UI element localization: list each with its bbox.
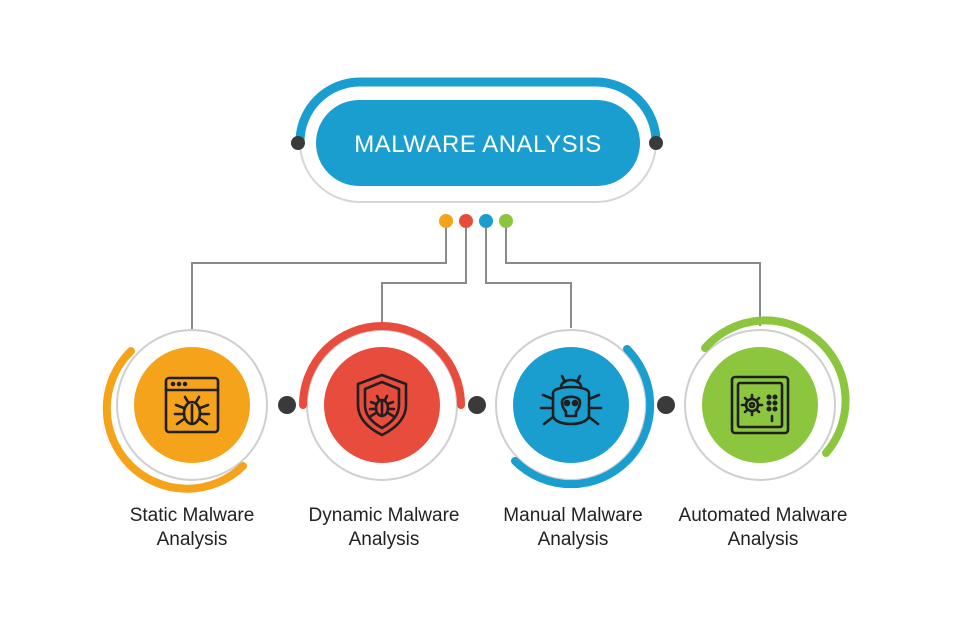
header-left-dot xyxy=(291,136,305,150)
separator-dot xyxy=(657,396,675,414)
connector-dot-blue xyxy=(479,214,493,228)
connector-dot-red xyxy=(459,214,473,228)
connector-dynamic xyxy=(381,228,467,328)
safe-gear-icon xyxy=(730,375,790,435)
node-accent-arc xyxy=(102,347,247,493)
node-label-manual: Manual Malware Analysis xyxy=(473,504,673,552)
header-pill xyxy=(316,100,640,186)
node-label-line2: Analysis xyxy=(156,529,228,550)
header-outer-arc-top xyxy=(295,77,661,147)
node-dynamic xyxy=(299,322,465,481)
node-accent-arc xyxy=(701,316,850,457)
node-label-static: Static Malware Analysis xyxy=(92,504,292,552)
node-static xyxy=(102,329,268,493)
node-circle xyxy=(513,347,629,463)
node-label-line1: Static Malware xyxy=(129,505,255,526)
node-label-line2: Analysis xyxy=(537,529,609,550)
connector-automated xyxy=(505,228,761,326)
connector-dots xyxy=(439,214,513,228)
separator-dot xyxy=(278,396,296,414)
header-right-dot xyxy=(649,136,663,150)
node-label-line1: Automated Malware xyxy=(678,505,848,526)
separator-dot xyxy=(468,396,486,414)
connector-static xyxy=(191,228,447,330)
node-label-automated: Automated Malware Analysis xyxy=(663,504,863,552)
connector-dot-green xyxy=(499,214,513,228)
node-label-line2: Analysis xyxy=(727,529,799,550)
connector-dot-orange xyxy=(439,214,453,228)
header: MALWARE ANALYSIS xyxy=(291,77,663,203)
node-label-line2: Analysis xyxy=(348,529,420,550)
separator-dots xyxy=(278,396,675,414)
node-label-line1: Dynamic Malware xyxy=(308,505,460,526)
connector-manual xyxy=(485,228,572,328)
node-label-line1: Manual Malware xyxy=(503,505,643,526)
node-accent-arc xyxy=(511,345,655,489)
header-outer-arc-bottom xyxy=(299,141,657,203)
node-label-dynamic: Dynamic Malware Analysis xyxy=(284,504,484,552)
shield-bug-icon xyxy=(356,373,408,437)
node-accent-arc xyxy=(299,322,465,409)
node-manual xyxy=(495,329,655,489)
browser-bug-icon xyxy=(164,376,220,434)
skull-bug-icon xyxy=(539,374,603,426)
node-automated xyxy=(684,316,850,481)
connectors xyxy=(191,228,761,330)
page-title: MALWARE ANALYSIS xyxy=(354,131,602,158)
